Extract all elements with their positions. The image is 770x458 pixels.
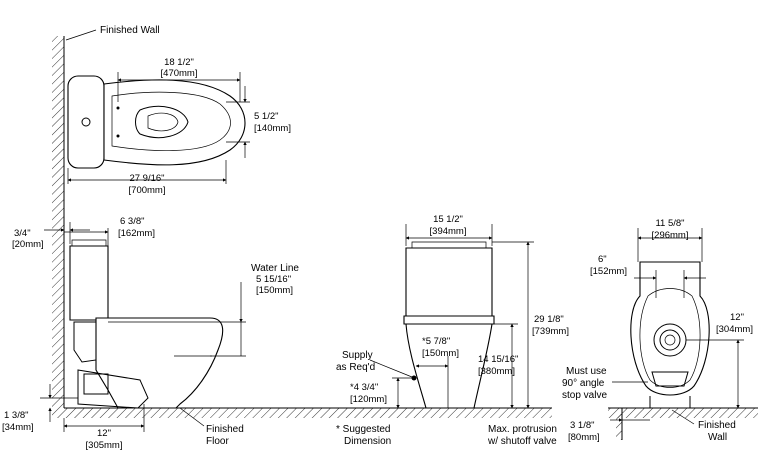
- dim-water-line: Water Line 5 15/16" [150mm]: [108, 263, 299, 357]
- dim-rough-in-imperial: 12": [97, 428, 111, 439]
- dim-wall-gap-metric: [20mm]: [12, 239, 44, 250]
- dim-rough-in: 12" [305mm]: [63, 404, 145, 451]
- dim-supply-height: *4 3/4" [120mm]: [350, 377, 414, 409]
- dim-front-tank-width-metric: [394mm]: [430, 226, 467, 237]
- front-view-toilet: [403, 241, 495, 409]
- dim-top-overall-length-imperial: 27 9/16": [129, 173, 164, 184]
- dim-top-bowl-opening: 5 1/2" [140mm]: [226, 86, 291, 158]
- dim-rear-height-imperial: 12": [730, 312, 744, 323]
- dim-max-protrusion-imperial: 3 1/8": [570, 420, 595, 431]
- dim-rear-height-metric: [304mm]: [716, 324, 753, 335]
- must-use-label-3: stop valve: [562, 390, 607, 401]
- rear-view-wall: [608, 407, 758, 440]
- front-floor: [372, 407, 552, 418]
- dim-rear-width-metric: [296mm]: [652, 230, 689, 241]
- supply-label-1: Supply: [342, 350, 373, 361]
- dim-top-bowl-opening-imperial: 5 1/2": [254, 111, 279, 122]
- dim-front-height: 29 1/8" [739mm]: [492, 241, 569, 409]
- dim-rear-opening-metric: [152mm]: [590, 266, 627, 277]
- finished-wall-leader: [65, 29, 97, 41]
- left-floor: [52, 407, 372, 418]
- dim-wall-gap-imperial: 3/4": [14, 228, 31, 239]
- rear-view-toilet: [630, 261, 710, 408]
- supply-leader: [369, 359, 413, 378]
- suggested-label-2: Dimension: [344, 436, 391, 447]
- dim-rear-width-imperial: 11 5/8": [655, 218, 684, 229]
- dim-front-seat-height-metric: [380mm]: [478, 366, 515, 377]
- dim-supply-offset-metric: [150mm]: [422, 348, 459, 359]
- side-view-toilet: [69, 239, 224, 409]
- dim-front-height-imperial: 29 1/8": [534, 314, 564, 325]
- finished-wall-label: Finished Wall: [100, 25, 160, 36]
- dim-max-protrusion: 3 1/8" [80mm]: [568, 418, 650, 443]
- supply-label-2: as Req'd: [336, 362, 375, 373]
- dim-tank-depth-imperial: 6 3/8": [120, 216, 145, 227]
- dim-rear-opening-imperial: 6": [598, 254, 607, 265]
- dim-top-overall-length: 27 9/16" [700mm]: [67, 160, 227, 196]
- dim-water-line-imperial: 5 15/16": [256, 274, 291, 285]
- dim-rear-height: 12" [304mm]: [686, 312, 753, 409]
- dim-top-bowl-width-imperial: 18 1/2": [164, 57, 194, 68]
- dim-supply-offset: *5 7/8" [150mm]: [415, 336, 459, 408]
- dim-tank-depth: 6 3/8" [162mm]: [64, 216, 155, 246]
- dim-top-overall-length-metric: [700mm]: [129, 185, 166, 196]
- dim-tank-depth-metric: [162mm]: [118, 228, 155, 239]
- must-use-label-1: Must use: [566, 366, 607, 377]
- top-view-toilet: [67, 75, 246, 169]
- dim-water-line-metric: [150mm]: [256, 285, 293, 296]
- max-protrusion-label-2: w/ shutoff valve: [487, 436, 557, 447]
- finished-wall-right-label-2: Wall: [708, 432, 727, 443]
- dim-wall-gap: 3/4" [20mm]: [12, 222, 90, 250]
- dim-floor-to-centerline-imperial: 1 3/8": [4, 410, 29, 421]
- dim-front-seat-height-imperial: 14 15/16": [478, 354, 518, 365]
- dim-front-tank-width: 15 1/2" [394mm]: [405, 214, 493, 246]
- dim-front-seat-height: 14 15/16" [380mm]: [478, 323, 518, 409]
- suggested-label-1: * Suggested: [336, 424, 391, 435]
- dim-rough-in-metric: [305mm]: [86, 440, 123, 451]
- dim-supply-height-metric: [120mm]: [350, 394, 387, 405]
- finished-floor-label-2: Floor: [206, 436, 229, 447]
- left-wall: [52, 36, 65, 408]
- dim-supply-offset-imperial: *5 7/8": [422, 336, 450, 347]
- finished-wall-right-leader: [671, 409, 695, 425]
- dim-top-bowl-width-metric: [470mm]: [161, 68, 198, 79]
- finished-floor-label-1: Finished: [206, 424, 244, 435]
- dim-front-height-metric: [739mm]: [532, 326, 569, 337]
- finished-floor-leader: [179, 407, 205, 427]
- dim-floor-to-centerline: 1 3/8" [34mm]: [2, 384, 78, 433]
- dim-supply-height-imperial: *4 3/4": [350, 382, 378, 393]
- dim-front-tank-width-imperial: 15 1/2": [433, 214, 463, 225]
- dim-rear-opening: 6" [152mm]: [590, 254, 706, 298]
- dim-max-protrusion-metric: [80mm]: [568, 432, 600, 443]
- dim-rear-width: 11 5/8" [296mm]: [637, 218, 703, 262]
- dim-floor-to-centerline-metric: [34mm]: [2, 422, 34, 433]
- dim-top-bowl-opening-metric: [140mm]: [254, 123, 291, 134]
- dim-top-bowl-width: 18 1/2" [470mm]: [117, 57, 241, 102]
- must-use-label-2: 90° angle: [562, 378, 605, 389]
- water-line-title: Water Line: [251, 263, 299, 274]
- finished-wall-right-label-1: Finished: [698, 420, 736, 431]
- max-protrusion-label-1: Max. protrusion: [488, 424, 557, 435]
